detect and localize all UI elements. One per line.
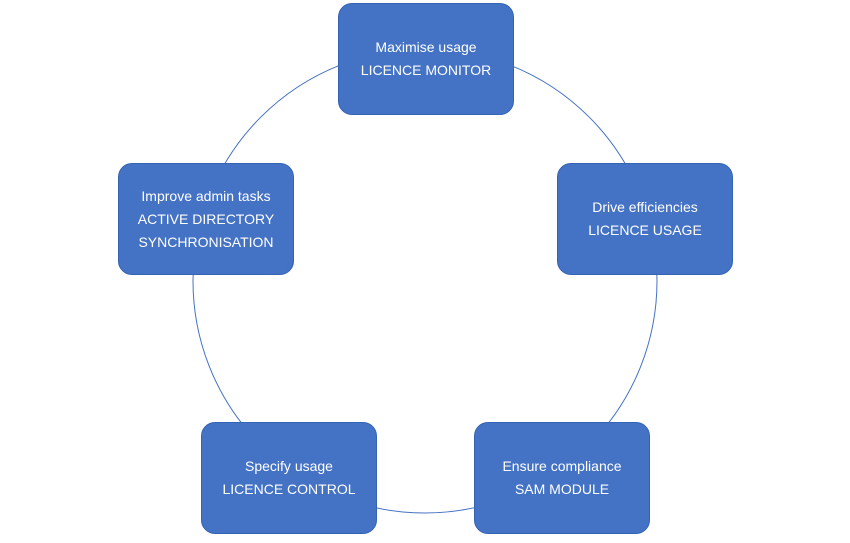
node-heading: Maximise usage [375,39,477,55]
node-heading: Ensure compliance [502,458,622,474]
node-subtitle: LICENCE USAGE [588,222,702,238]
node-heading: Improve admin tasks [141,187,271,204]
node-subtitle: LICENCE MONITOR [360,62,492,78]
cycle-node-ensure-compliance[interactable]: Ensure compliance SAM MODULE [474,422,650,534]
node-subtitle: ACTIVE DIRECTORY SYNCHRONISATION [137,210,275,250]
node-subtitle: SAM MODULE [514,481,610,497]
node-heading: Specify usage [245,458,333,474]
node-subtitle: LICENCE CONTROL [222,481,356,497]
cycle-node-improve-admin-tasks[interactable]: Improve admin tasks ACTIVE DIRECTORY SYN… [118,163,294,275]
node-heading: Drive efficiencies [592,199,698,215]
cycle-node-maximise-usage[interactable]: Maximise usage LICENCE MONITOR [338,3,514,115]
cycle-node-drive-efficiencies[interactable]: Drive efficiencies LICENCE USAGE [557,163,733,275]
cycle-node-specify-usage[interactable]: Specify usage LICENCE CONTROL [201,422,377,534]
